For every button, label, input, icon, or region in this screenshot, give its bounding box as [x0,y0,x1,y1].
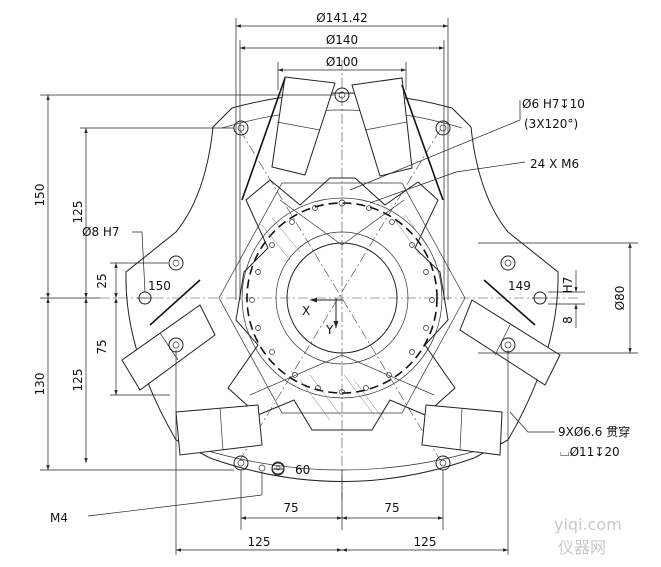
xy-axes [310,297,342,328]
dim-n150: 150 [148,279,171,293]
m6-holes [249,199,435,395]
dimension-texts: Ø141.42 Ø140 Ø100 150 125 25 75 125 130 … [33,11,630,557]
datum-symbol [271,462,285,476]
dim-d140: Ø140 [326,33,358,47]
dim-h75v: 75 [95,339,109,354]
dim-w75a: 75 [283,501,298,515]
dim-d80: Ø80 [613,286,627,311]
note-thread: 24 X M6 [530,157,579,171]
bolt-circle-dashed [246,202,438,394]
note-m4: M4 [50,511,68,525]
note-pin-pattern: (3X120°) [524,117,578,131]
watermark-brand: 仪器网 [558,538,606,557]
dim-nH7: H7 [561,277,575,294]
dim-w125b: 125 [414,535,437,549]
watermark-site: yiqi.com [554,515,622,534]
dim-w75b: 75 [384,501,399,515]
dim-w125a: 125 [248,535,271,549]
note-holes: 9XØ6.6 贯穿 [558,424,630,439]
axis-x-label: X [302,304,310,318]
gripper-arms [121,76,561,456]
note-cbore: ⌴Ø11↧20 [560,445,620,459]
dim-d100: Ø100 [326,55,358,69]
dim-h125b: 125 [71,369,85,392]
heavy-edges [149,77,536,326]
dim-h150: 150 [33,184,47,207]
dim-h25: 25 [95,273,109,288]
hex-outline [218,182,466,414]
note-pin8: Ø8 H7 [82,225,120,239]
hub-web [227,177,456,431]
dim-h125a: 125 [71,201,85,224]
inner-step-circle [275,231,409,365]
dimension-lines [40,18,638,555]
center-bore [286,242,398,354]
dim-n149: 149 [508,279,531,293]
dim-n60: 60 [295,463,310,477]
outer-flange-circle [241,197,443,399]
dim-n8: 8 [561,316,575,324]
note-pin-hole: Ø6 H7↧10 [522,97,585,111]
axis-y-label: Y [325,323,334,337]
dim-d141: Ø141.42 [316,11,367,25]
dim-h130: 130 [33,373,47,396]
